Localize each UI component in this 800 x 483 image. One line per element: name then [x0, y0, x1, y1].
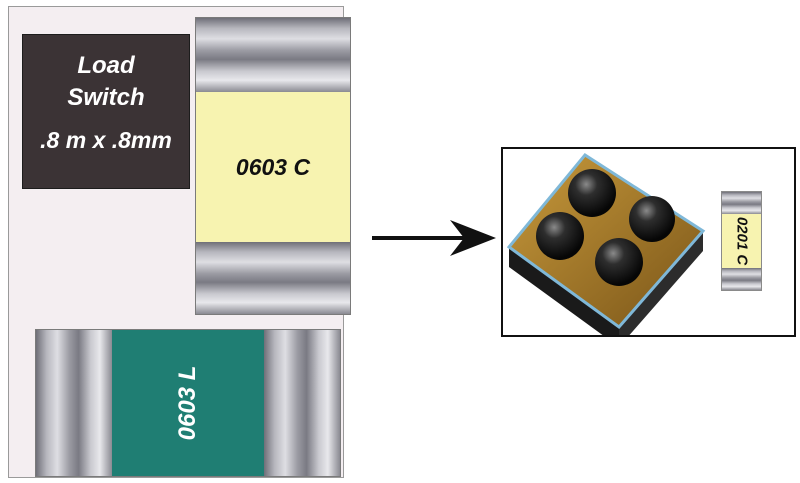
inductor-0603: 0603 L	[35, 329, 341, 477]
capacitor-0603-terminal-top	[196, 18, 350, 92]
small-package-panel: 0201 C	[501, 147, 796, 337]
capacitor-0201-label: 0201 C	[733, 216, 750, 266]
pcb-footprint-panel: Load Switch .8 m x .8mm 0603 C 0603 L	[8, 6, 351, 478]
right-arrow-icon	[372, 220, 496, 256]
capacitor-0603-label: 0603 C	[235, 154, 311, 180]
wlcsp-chip-icon	[507, 153, 706, 335]
capacitor-0603-terminal-bottom	[196, 242, 350, 314]
capacitor-0201: 0201 C	[721, 191, 762, 291]
inductor-0603-label: 0603 L	[174, 365, 201, 441]
inductor-body: 0603 L	[112, 330, 264, 476]
load-switch-label-line1: Load	[77, 52, 135, 79]
capacitor-0603: 0603 C	[195, 17, 351, 315]
inductor-terminal-right	[264, 330, 340, 476]
capacitor-0201-terminal-bottom	[722, 268, 761, 290]
inductor-terminal-left	[36, 330, 112, 476]
load-switch-footprint: Load Switch .8 m x .8mm	[22, 34, 190, 189]
load-switch-size-label: .8 m x .8mm	[40, 127, 172, 153]
load-switch-label-line2: Switch	[67, 84, 145, 111]
capacitor-0201-terminal-top	[722, 192, 761, 214]
